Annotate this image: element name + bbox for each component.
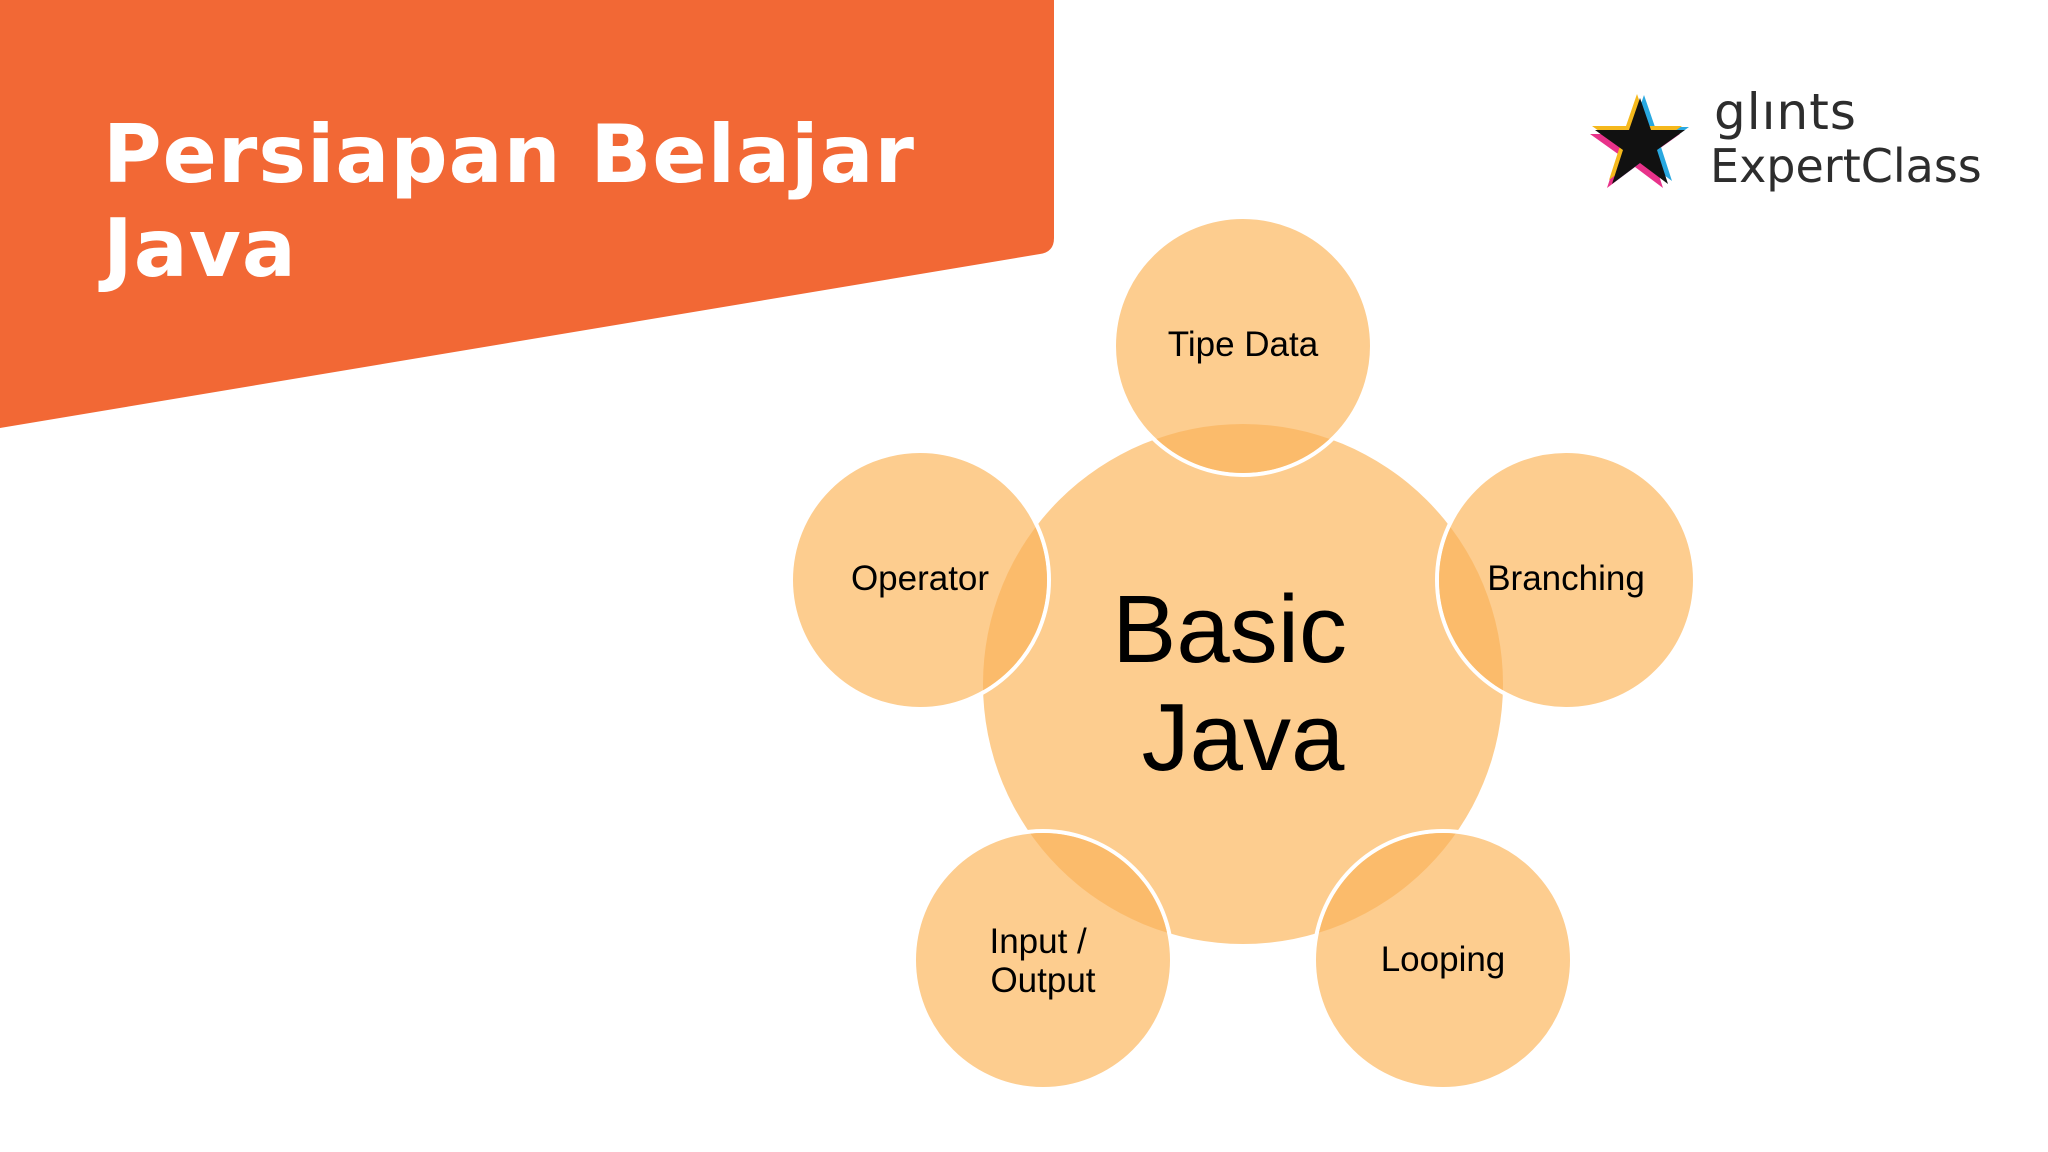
node-label-input-output: Input / Output xyxy=(989,922,1096,1000)
node-label-input-output-line-2: Output xyxy=(990,961,1095,1000)
center-circle xyxy=(983,424,1503,944)
logo-subtitle: ExpertClass xyxy=(1710,139,1982,193)
node-label-tipe-data: Tipe Data xyxy=(1168,325,1319,364)
center-label: Basic Java xyxy=(1112,576,1373,791)
title-banner xyxy=(0,0,1054,428)
node-label-branching: Branching xyxy=(1487,559,1645,598)
logo-wordmark: glınts xyxy=(1714,83,1857,141)
node-circle-tipe-data xyxy=(1112,215,1374,477)
overlap-looping xyxy=(1316,833,1503,944)
node-label-input-output-line-1: Input / xyxy=(989,922,1087,961)
glints-expertclass-logo: glınts ExpertClass xyxy=(1590,82,2010,202)
title-line-2: Java xyxy=(103,202,297,295)
slide-title: Persiapan Belajar Java xyxy=(103,108,1003,296)
star-icon xyxy=(1590,94,1689,188)
node-label-looping: Looping xyxy=(1381,940,1506,979)
center-label-line-1: Basic xyxy=(1112,576,1347,683)
node-label-operator: Operator xyxy=(851,559,989,598)
banner-shape xyxy=(0,0,1054,428)
center-label-line-2: Java xyxy=(1142,684,1345,791)
overlap-input-output xyxy=(983,833,1170,944)
title-line-1: Persiapan Belajar xyxy=(103,108,915,201)
node-circle-operator xyxy=(789,449,1051,711)
node-circle-branching xyxy=(1435,449,1697,711)
